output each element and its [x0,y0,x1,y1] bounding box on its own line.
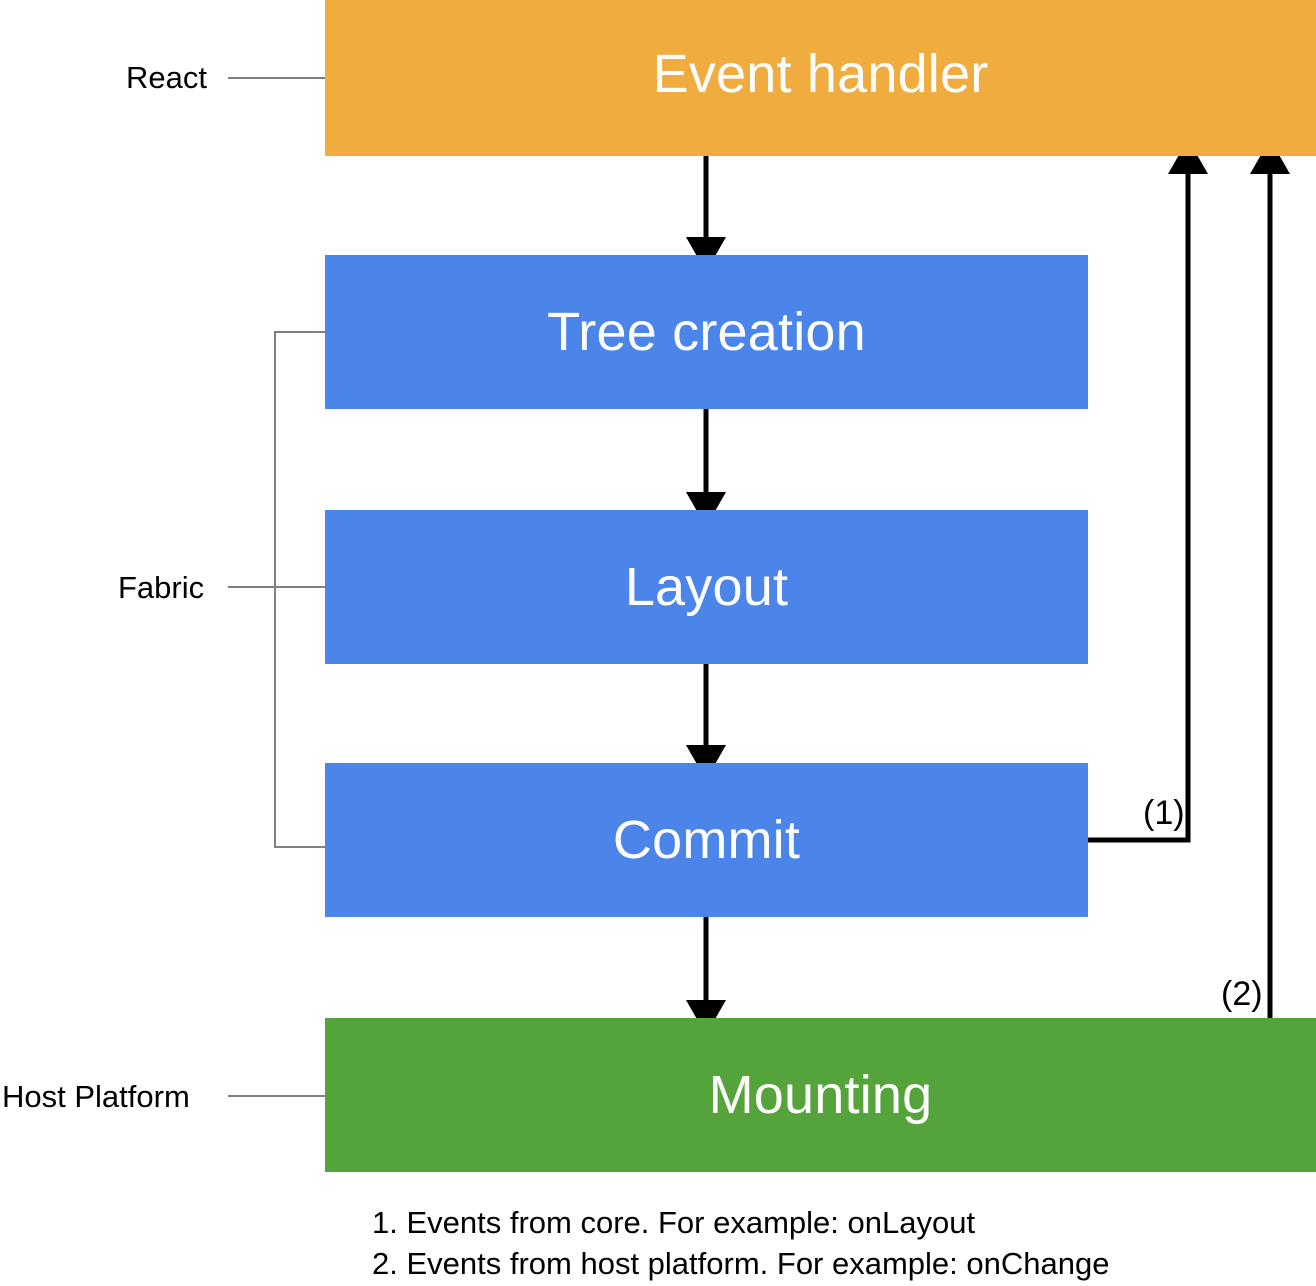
layer-label-host-platform: Host Platform [2,1079,190,1114]
node-event-handler-label: Event handler [652,44,989,104]
step-marker-two: (2) [1221,975,1263,1013]
leader-bracket-fabric [274,331,325,848]
layer-label-fabric: Fabric [118,570,205,605]
node-mounting[interactable]: Mounting [325,1018,1316,1172]
node-mounting-label: Mounting [708,1065,933,1125]
node-commit-label: Commit [612,810,801,870]
node-tree-creation[interactable]: Tree creation [325,255,1088,409]
node-layout[interactable]: Layout [325,510,1088,664]
node-commit[interactable]: Commit [325,763,1088,917]
node-tree-creation-label: Tree creation [547,302,866,362]
legend-item-1: 1. Events from core. For example: onLayo… [372,1205,976,1240]
arrow-commit-feedback-one [1088,139,1208,843]
legend-notes: 1. Events from core. For example: onLayo… [372,1203,1109,1285]
legend-item-2: 2. Events from host platform. For exampl… [372,1245,1110,1281]
node-event-handler[interactable]: Event handler [325,0,1316,156]
layer-label-react: React [126,60,207,95]
step-marker-one: (1) [1143,794,1185,832]
node-layout-label: Layout [624,557,789,617]
